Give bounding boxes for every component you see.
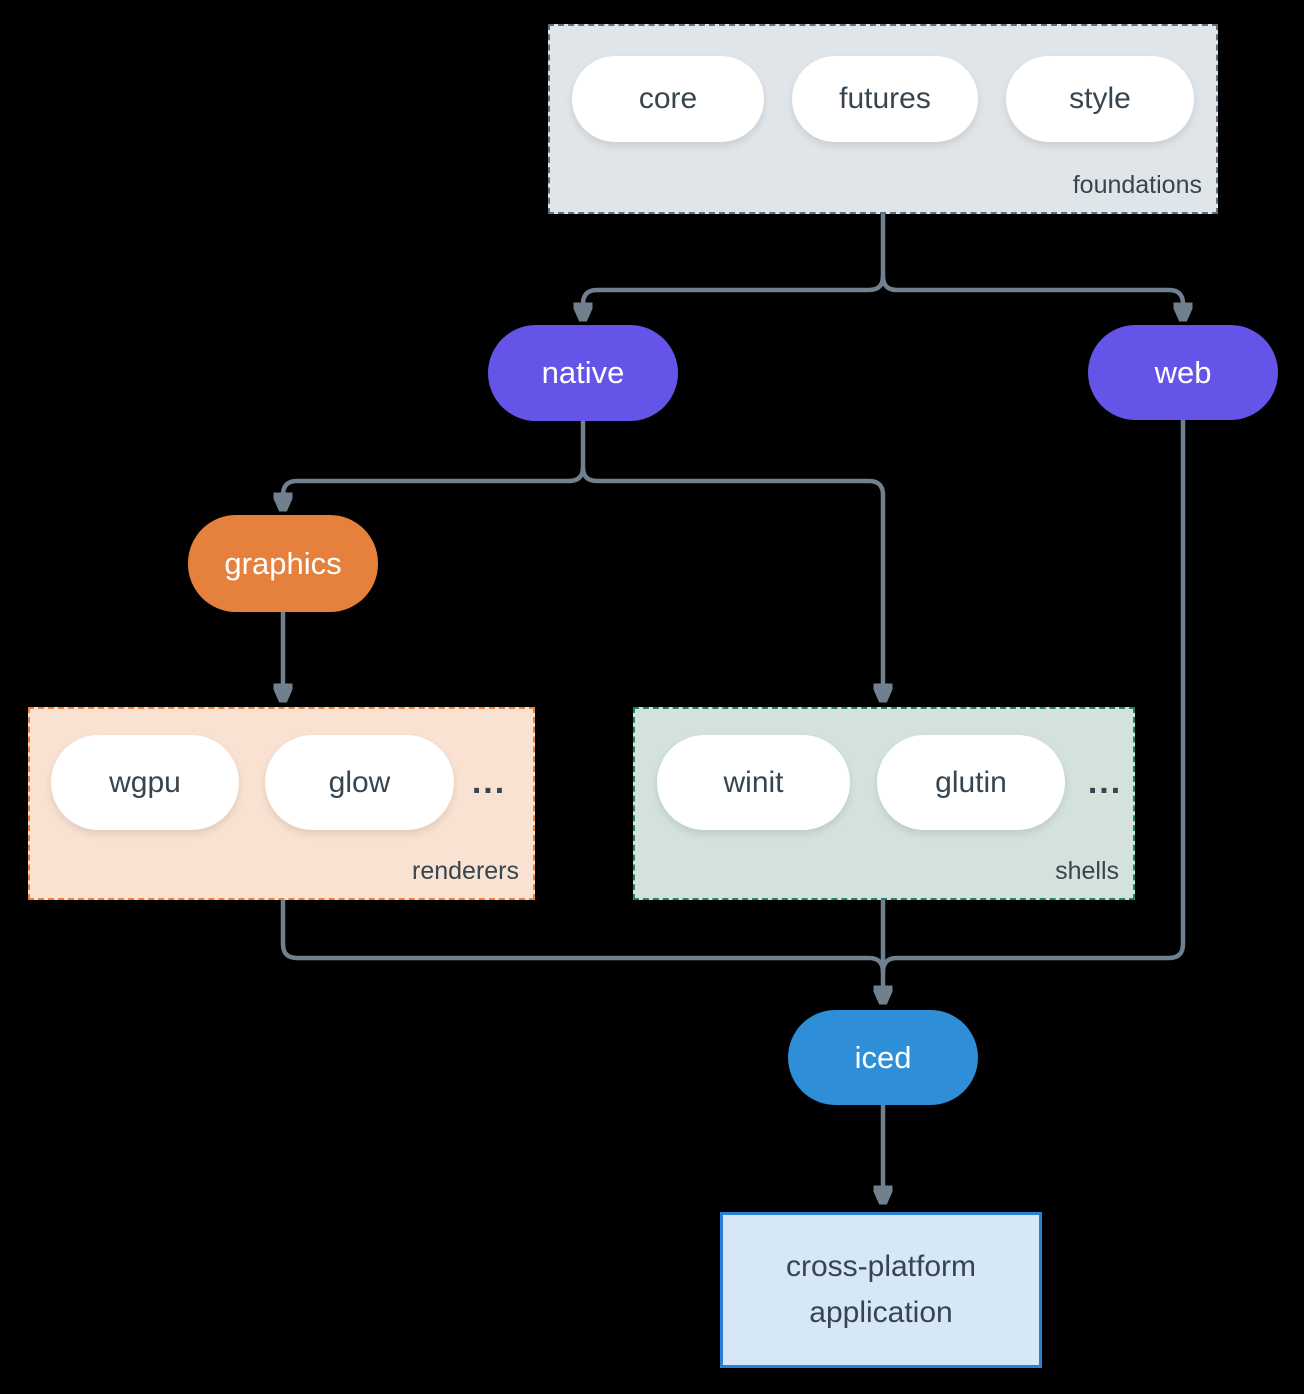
connector-foundations-to-native [583, 275, 886, 312]
renderers-group: wgpu glow ... renderers [28, 707, 535, 900]
foundations-group-label: foundations [1072, 171, 1202, 199]
crate-futures: futures [792, 56, 978, 142]
connector-foundations-to-web [880, 275, 1183, 312]
foundations-group: core futures style foundations [548, 24, 1218, 214]
crate-core: core [572, 56, 764, 142]
node-graphics: graphics [188, 515, 378, 612]
connector-native-to-graphics [283, 466, 586, 502]
node-iced: iced [788, 1010, 978, 1105]
connector-native-to-shells [580, 466, 883, 693]
node-native: native [488, 325, 678, 421]
crate-glutin: glutin [877, 735, 1065, 830]
crate-winit: winit [657, 735, 850, 830]
shells-group-label: shells [1055, 857, 1119, 885]
crate-glow: glow [265, 735, 454, 830]
shells-ellipsis: ... [1087, 763, 1123, 801]
node-web: web [1088, 325, 1278, 420]
renderers-group-label: renderers [412, 857, 519, 885]
renderers-ellipsis: ... [471, 763, 507, 801]
shells-group: winit glutin ... shells [633, 707, 1135, 900]
crate-wgpu: wgpu [51, 735, 239, 830]
connector-renderers-to-junction [280, 900, 886, 973]
cross-platform-application-box: cross-platform application [720, 1212, 1042, 1368]
crate-style: style [1006, 56, 1194, 142]
